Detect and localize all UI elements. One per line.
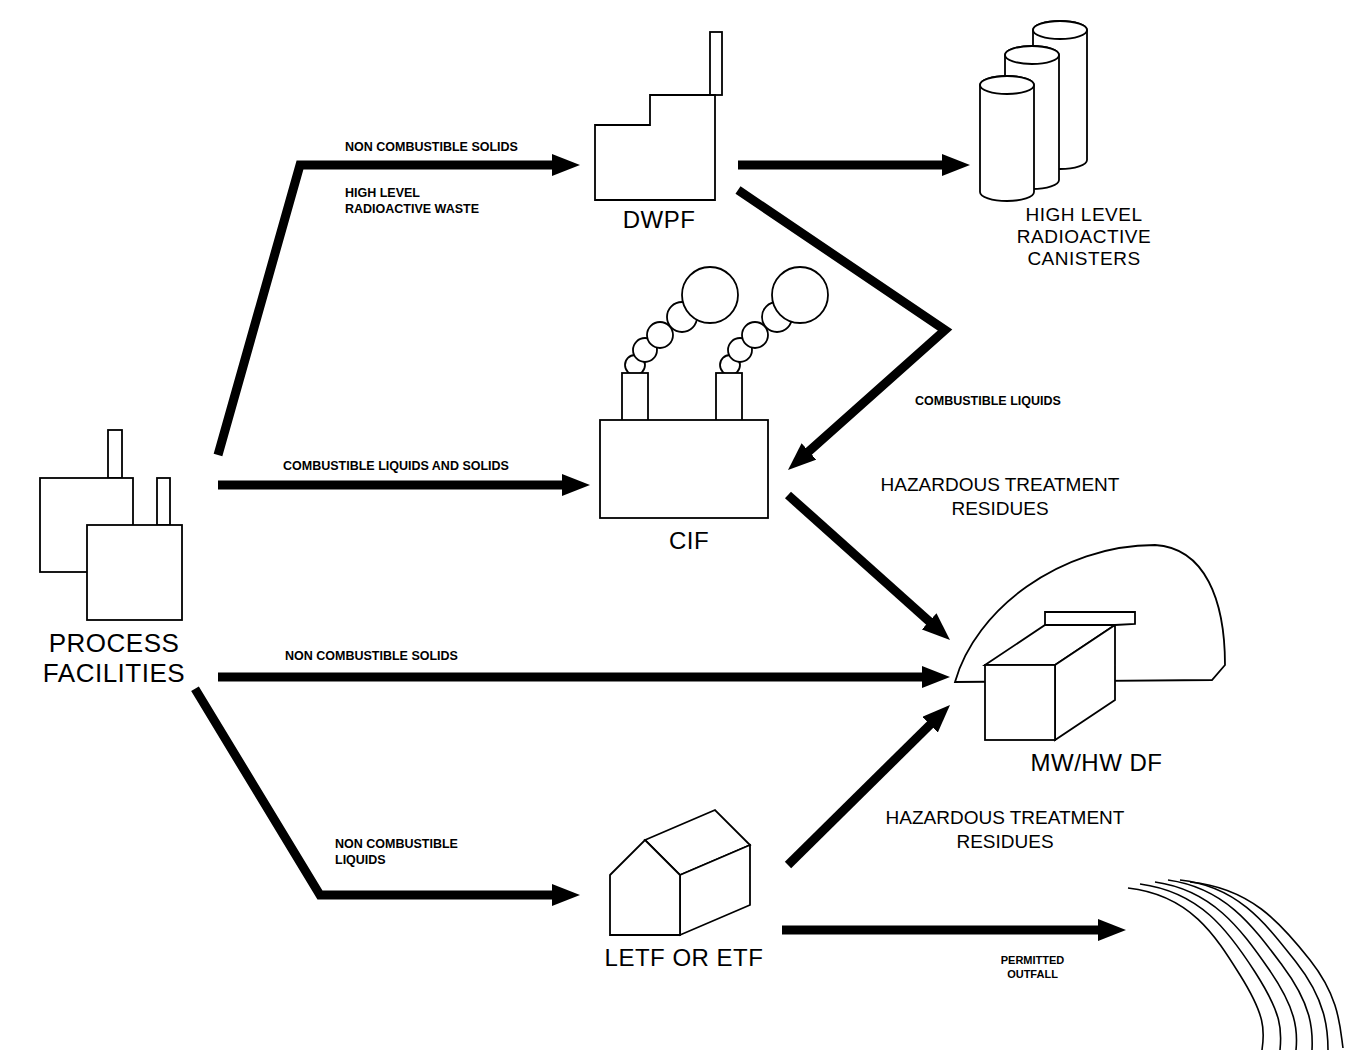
building-chimney	[157, 478, 170, 525]
outfall-label: PERMITTED OUTFALL	[990, 953, 1075, 982]
flow-arrow	[218, 673, 936, 682]
stack	[716, 373, 742, 423]
node-label: DWPF	[580, 206, 738, 234]
incinerator-building	[600, 420, 768, 518]
flow-label: HAZARDOUS TREATMENT RESIDUES	[870, 473, 1130, 521]
node-label: MW/HW DF	[950, 749, 1243, 777]
mwhw-df-node: MW/HW DF	[950, 540, 1243, 777]
node-icon	[950, 540, 1235, 745]
node-icon	[580, 30, 730, 202]
smoke-puff	[772, 267, 828, 323]
canister-top	[980, 76, 1034, 94]
river-lines	[1128, 880, 1343, 1050]
canister-top	[1033, 21, 1087, 39]
canister-top	[1005, 46, 1059, 64]
dwpf-node: DWPF	[580, 30, 738, 234]
river-line	[1140, 884, 1281, 1050]
flow-label: NON COMBUSTIBLE LIQUIDS	[335, 836, 480, 869]
canisters-node: HIGH LEVEL RADIOACTIVE CANISTERS	[970, 10, 1198, 270]
node-label: LETF OR ETF	[580, 944, 788, 972]
node-icon	[10, 425, 210, 625]
node-icon	[590, 265, 780, 523]
smoke-puff	[682, 267, 738, 323]
flow-arrow	[788, 495, 940, 631]
node-label: CIF	[590, 527, 788, 555]
vault-raised	[1045, 612, 1135, 625]
outfall-arrow	[782, 926, 1112, 935]
process-facilities-node: PROCESS FACILITIES	[10, 425, 218, 689]
stream-note: HIGH LEVEL RADIOACTIVE WASTE	[345, 185, 505, 218]
vault-front	[985, 665, 1055, 740]
river-line	[1155, 882, 1297, 1050]
letf-etf-node: LETF OR ETF	[580, 805, 788, 972]
flow-label: COMBUSTIBLE LIQUIDS	[915, 393, 1115, 409]
river-line	[1190, 882, 1343, 1048]
house-side	[680, 845, 750, 935]
building	[87, 525, 182, 620]
river-line	[1168, 880, 1312, 1050]
flow-arrow	[788, 715, 940, 865]
node-icon	[580, 805, 780, 940]
flow-arrow	[218, 481, 576, 490]
flow-arrow	[738, 190, 945, 461]
vault-side	[1055, 625, 1115, 740]
stack	[622, 373, 648, 423]
cif-node: CIF	[590, 265, 788, 555]
flow-label: NON COMBUSTIBLE SOLIDS	[345, 139, 565, 155]
building	[595, 95, 715, 200]
river-line	[1180, 880, 1328, 1050]
node-label: HIGH LEVEL RADIOACTIVE CANISTERS	[970, 204, 1198, 270]
node-icon	[970, 10, 1190, 200]
flow-label: NON COMBUSTIBLE SOLIDS	[285, 648, 515, 664]
flow-label: COMBUSTIBLE LIQUIDS AND SOLIDS	[283, 458, 583, 474]
flow-label: HAZARDOUS TREATMENT RESIDUES	[875, 806, 1135, 854]
node-label: PROCESS FACILITIES	[10, 629, 218, 689]
flow-arrow	[738, 161, 956, 170]
house-front	[610, 840, 680, 935]
building-chimney	[108, 430, 122, 478]
flow-arrow	[195, 689, 566, 895]
canister-symbol	[980, 76, 1034, 201]
building-chimney	[710, 32, 722, 95]
river-line	[1128, 888, 1263, 1050]
flow-arrow	[218, 165, 566, 455]
